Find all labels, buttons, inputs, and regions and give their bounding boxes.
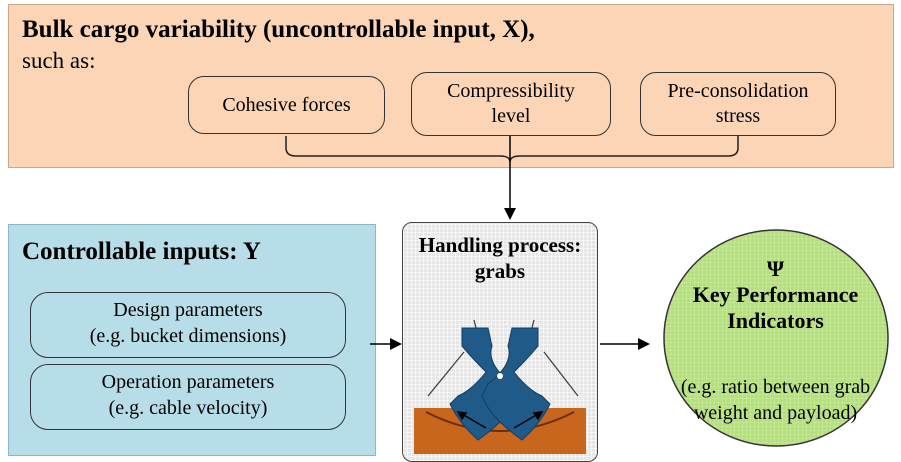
compressibility-label-line1: Compressibility xyxy=(447,80,575,102)
grab-cables xyxy=(427,319,579,397)
cargo-bracket xyxy=(285,136,739,163)
kpi-symbol: Ψ xyxy=(766,256,785,281)
cargo-to-process-arrowhead xyxy=(504,208,516,220)
compressibility-box: Compressibility level xyxy=(411,72,611,136)
pre-consolidation-label-line2: stress xyxy=(715,105,761,127)
cohesive-forces-box: Cohesive forces xyxy=(188,76,385,134)
handling-process-title-line1: Handling process: xyxy=(418,233,582,257)
controllable-inputs-title: Controllable inputs: Y xyxy=(22,238,261,265)
kpi-ellipse xyxy=(663,229,889,447)
design-parameters-label: Design parameters xyxy=(113,299,263,321)
kpi-title-line1: Key Performance xyxy=(692,282,859,307)
inputs-to-process-arrowhead xyxy=(390,338,402,350)
operation-parameters-box: Operation parameters (e.g. cable velocit… xyxy=(30,364,346,430)
grab-pivot xyxy=(497,373,503,379)
compressibility-label-line2: level xyxy=(491,105,531,127)
kpi-title-line2: Indicators xyxy=(727,308,824,333)
kpi-title: Ψ Key Performance Indicators xyxy=(650,256,901,334)
handling-process-title: Handling process: grabs xyxy=(402,232,598,284)
process-to-kpi-arrowhead xyxy=(638,338,650,350)
grab-illustration xyxy=(414,319,586,454)
kpi-description: (e.g. ratio between grab weight and payl… xyxy=(650,374,901,426)
grab-direction-arrows xyxy=(456,411,544,429)
design-parameters-example: (e.g. bucket dimensions) xyxy=(89,325,287,347)
pre-consolidation-box: Pre-consolidation stress xyxy=(640,72,836,136)
soil-trench-line xyxy=(425,411,575,432)
bulk-cargo-subtitle: such as: xyxy=(22,48,96,73)
kpi-desc-line2: weight and payload) xyxy=(693,402,858,424)
design-parameters-box: Design parameters (e.g. bucket dimension… xyxy=(30,292,346,358)
kpi-desc-line1: (e.g. ratio between grab xyxy=(680,376,871,398)
handling-process-title-line2: grabs xyxy=(474,259,526,283)
operation-parameters-label: Operation parameters xyxy=(101,371,275,393)
operation-parameters-example: (e.g. cable velocity) xyxy=(108,397,268,419)
pre-consolidation-label-line1: Pre-consolidation xyxy=(667,80,809,102)
bulk-cargo-title: Bulk cargo variability (uncontrollable i… xyxy=(22,16,535,43)
cohesive-forces-label: Cohesive forces xyxy=(222,93,351,116)
